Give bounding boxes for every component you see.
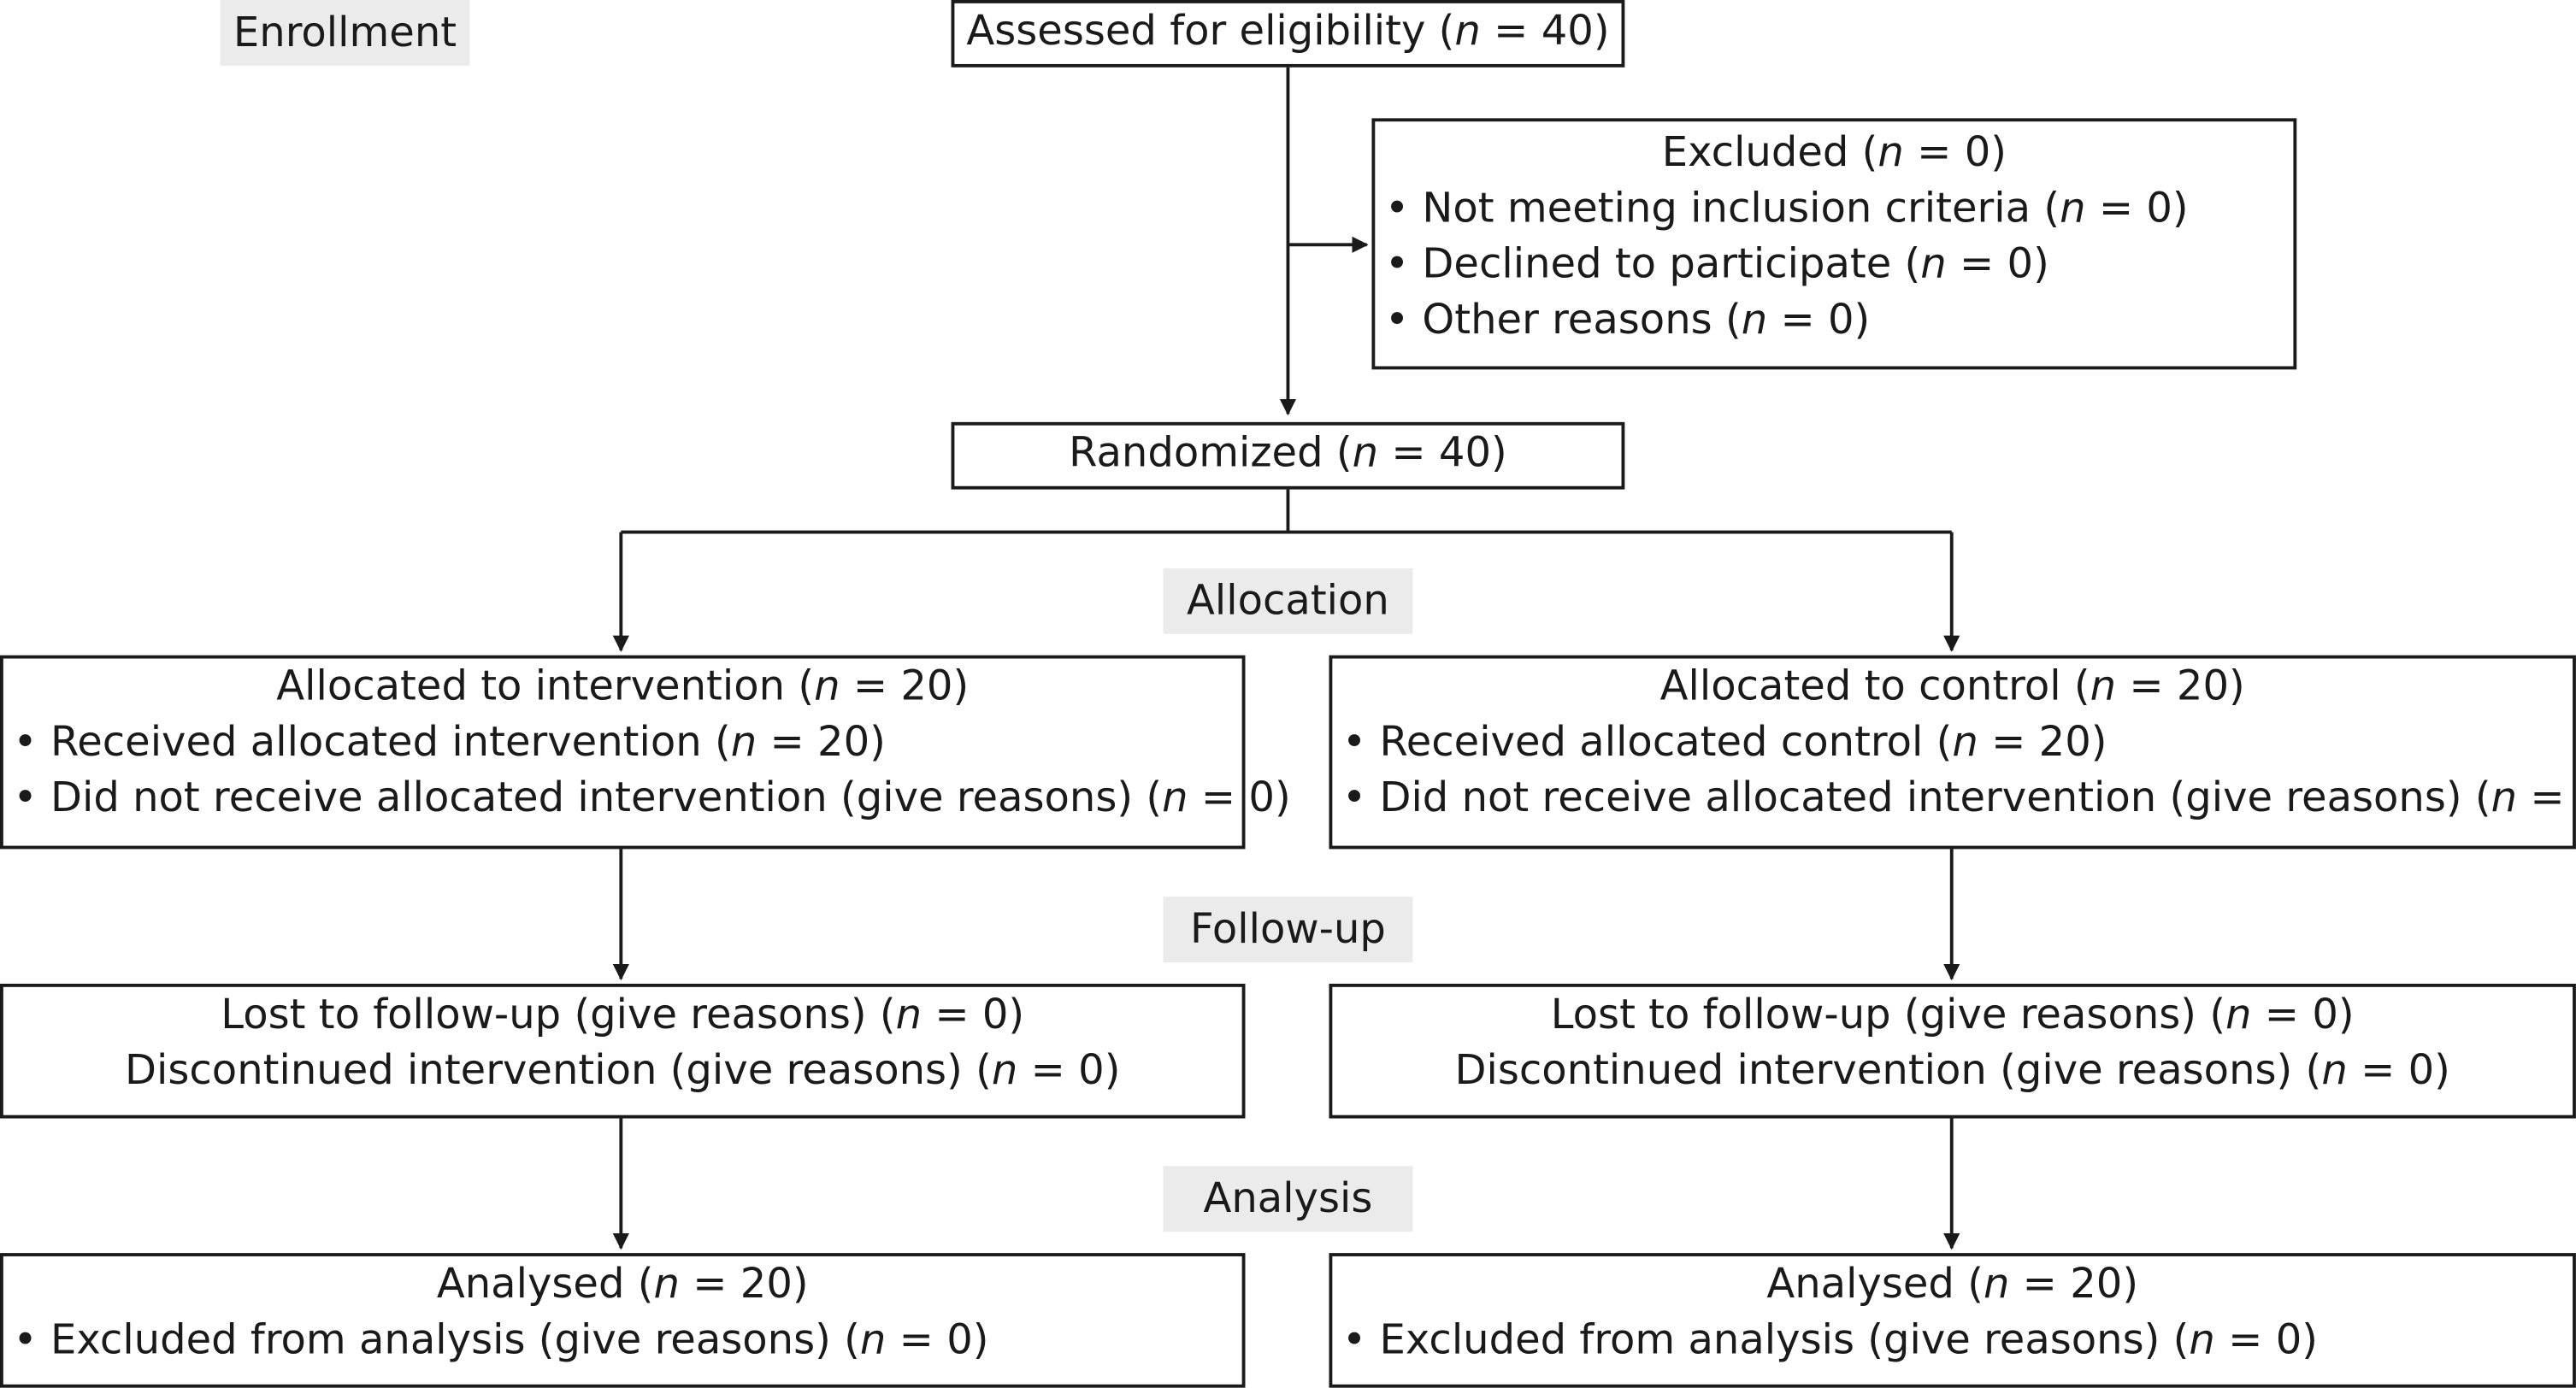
followup-control-box: Lost to follow-up (give reasons) (n = 0)… (1329, 983, 2576, 1119)
analysis-intervention-box: Analysed (n = 20) • Excluded from analys… (0, 1253, 1246, 1388)
allocated-control-item: • Did not receive allocated intervention… (1341, 773, 2576, 821)
excluded-title: Excluded (n = 0) (1661, 127, 2007, 176)
followup-control-line: Lost to follow-up (give reasons) (n = 0) (1550, 990, 2355, 1038)
excluded-item: • Other reasons (n = 0) (1384, 295, 1871, 344)
analysis-intervention-title: Analysed (n = 20) (436, 1259, 809, 1308)
stage-label-follow-up: Follow-up (1163, 897, 1413, 962)
assessed-text: Assessed for eligibility (n = 40) (966, 6, 1610, 55)
stage-label-allocation: Allocation (1163, 568, 1413, 634)
analysis-control-title: Analysed (n = 20) (1766, 1259, 2139, 1308)
followup-intervention-box: Lost to follow-up (give reasons) (n = 0)… (0, 983, 1246, 1119)
allocated-intervention-item: • Did not receive allocated intervention… (13, 773, 1291, 821)
randomized-text: Randomized (n = 40) (1069, 428, 1507, 477)
allocated-intervention-title: Allocated to intervention (n = 20) (276, 662, 970, 710)
followup-intervention-line: Lost to follow-up (give reasons) (n = 0) (221, 990, 1025, 1038)
randomized-box: Randomized (n = 40) (951, 421, 1625, 490)
followup-control-line: Discontinued intervention (give reasons)… (1454, 1045, 2450, 1094)
analysis-control-item: • Excluded from analysis (give reasons) … (1341, 1315, 2318, 1363)
stage-label-analysis: Analysis (1163, 1166, 1413, 1232)
stage-label-enrollment: Enrollment (220, 0, 470, 66)
analysis-intervention-item: • Excluded from analysis (give reasons) … (13, 1315, 989, 1363)
allocated-control-box: Allocated to control (n = 20) • Received… (1329, 655, 2576, 850)
followup-intervention-line: Discontinued intervention (give reasons)… (125, 1045, 1121, 1094)
allocated-intervention-item: • Received allocated intervention (n = 2… (13, 717, 886, 766)
analysis-control-box: Analysed (n = 20) • Excluded from analys… (1329, 1253, 2576, 1388)
excluded-item: • Declined to participate (n = 0) (1384, 239, 2049, 288)
excluded-box: Excluded (n = 0) • Not meeting inclusion… (1371, 118, 2297, 370)
allocated-control-title: Allocated to control (n = 20) (1659, 662, 2245, 710)
allocated-control-item: • Received allocated control (n = 20) (1341, 717, 2107, 766)
excluded-item: • Not meeting inclusion criteria (n = 0) (1384, 184, 2189, 232)
assessed-for-eligibility-box: Assessed for eligibility (n = 40) (951, 0, 1625, 68)
allocated-intervention-box: Allocated to intervention (n = 20) • Rec… (0, 655, 1291, 850)
